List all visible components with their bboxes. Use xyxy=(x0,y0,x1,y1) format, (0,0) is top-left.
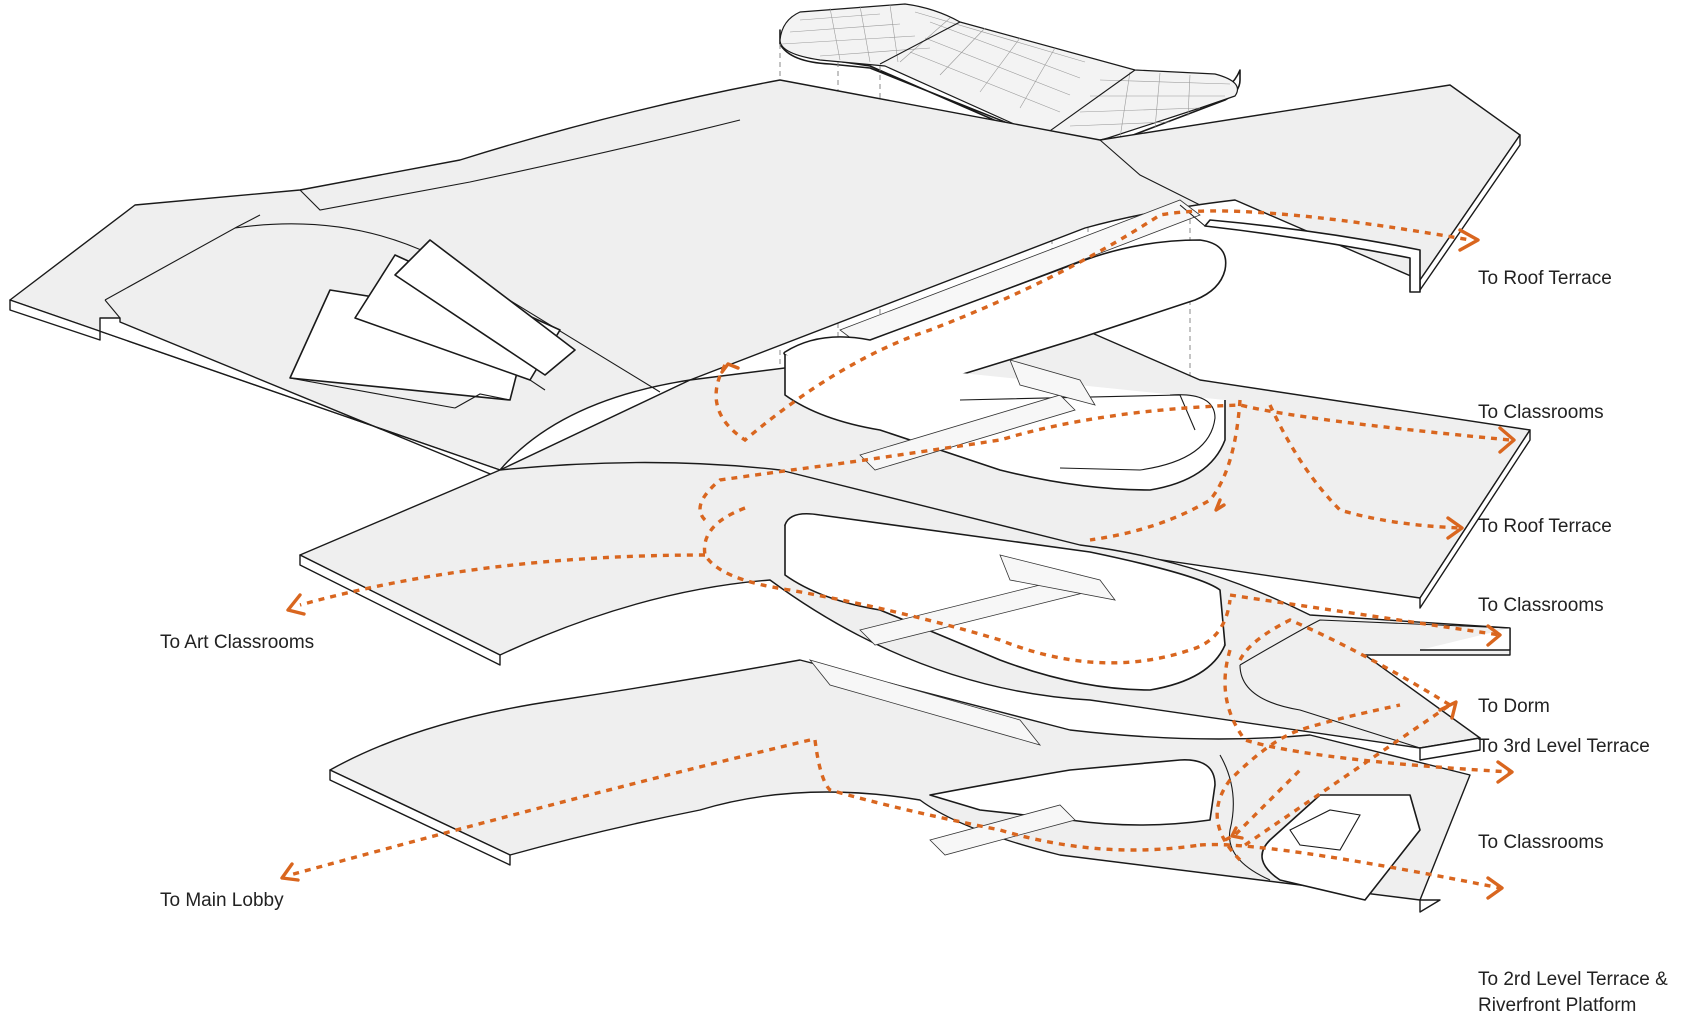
circulation-paths xyxy=(280,209,1516,900)
label-third-level-terrace: To 3rd Level Terrace xyxy=(1478,736,1650,757)
second-level-stair xyxy=(859,554,1116,646)
route-labels: To Roof Terrace To Classrooms To Roof Te… xyxy=(160,268,1668,1016)
second-level-slab xyxy=(299,461,1511,761)
roof-level-slab xyxy=(9,79,1521,479)
label-art-classrooms: To Art Classrooms xyxy=(160,632,314,653)
label-classrooms-1: To Classrooms xyxy=(1478,402,1604,423)
label-classrooms-2: To Classrooms xyxy=(1478,595,1604,616)
ground-level-slab xyxy=(329,659,1471,913)
label-roof-terrace-2: To Roof Terrace xyxy=(1478,516,1612,537)
label-second-level-terrace-line2: Riverfront Platform xyxy=(1478,995,1636,1016)
label-classrooms-3: To Classrooms xyxy=(1478,832,1604,853)
roof-skylight xyxy=(779,3,1241,146)
sawtooth-skylights xyxy=(289,239,576,409)
label-second-level-terrace-line1: To 2rd Level Terrace & xyxy=(1478,969,1668,990)
label-roof-terrace-top: To Roof Terrace xyxy=(1478,268,1612,289)
label-dorm: To Dorm xyxy=(1478,696,1550,717)
label-main-lobby: To Main Lobby xyxy=(160,890,284,911)
third-level-slab xyxy=(499,239,1531,609)
